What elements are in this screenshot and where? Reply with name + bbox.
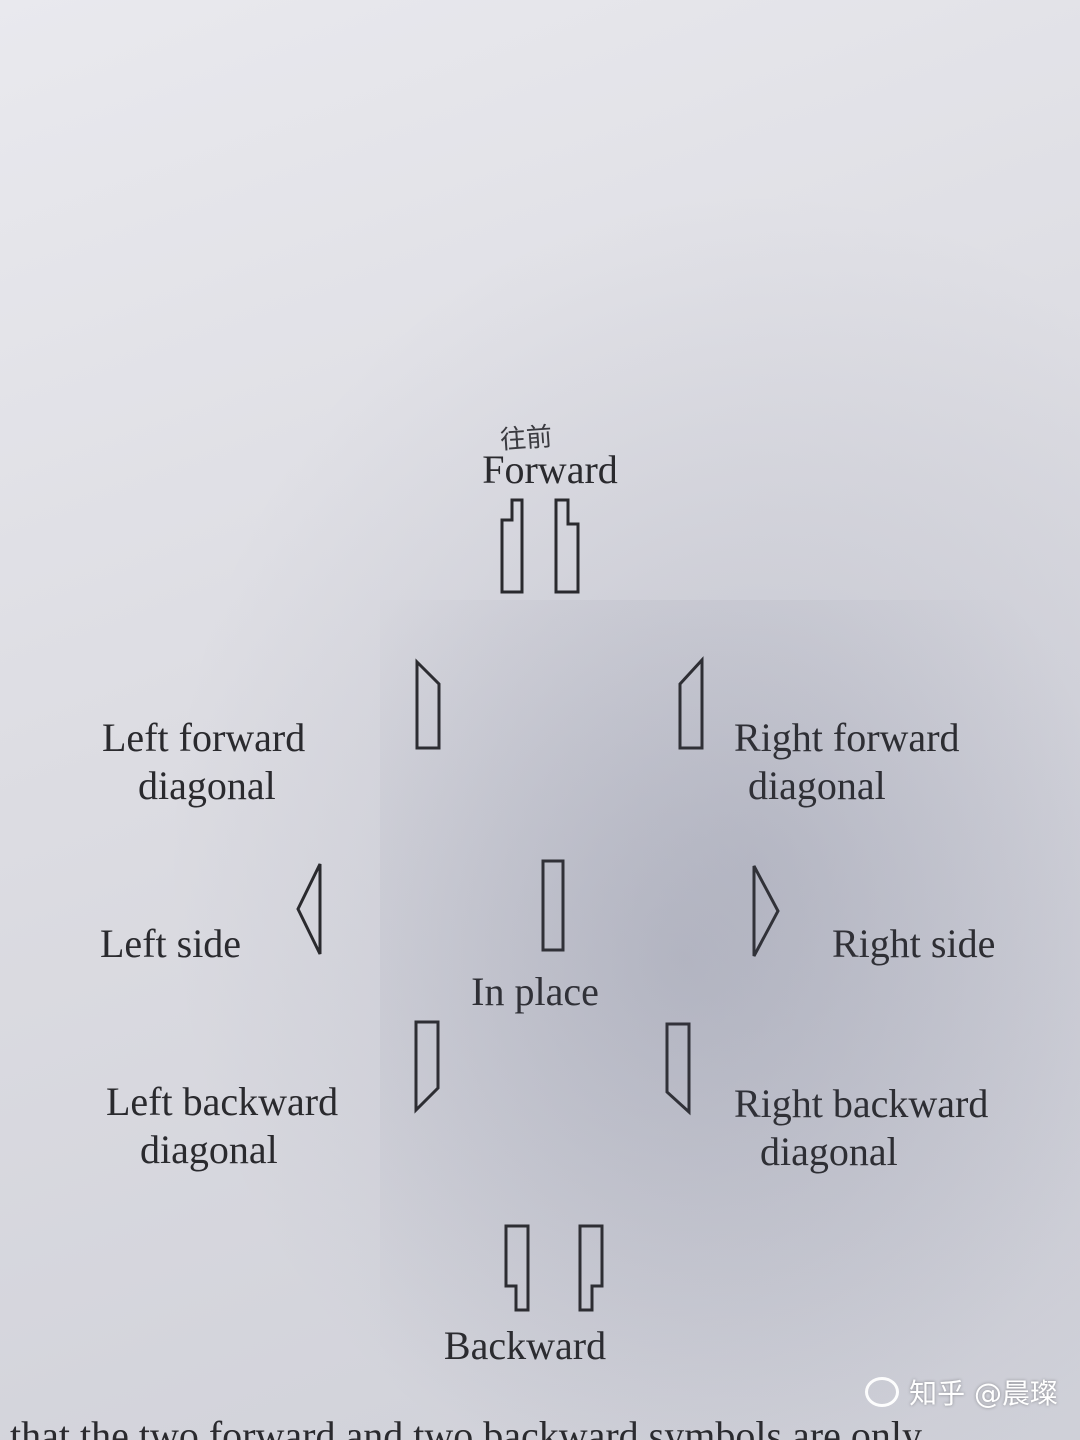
label-right-backward-line2: diagonal	[760, 1129, 898, 1174]
right-backward-diagonal-symbol	[665, 1022, 691, 1116]
right-forward-diagonal-symbol	[678, 656, 704, 750]
backward-symbol	[504, 1224, 604, 1312]
left-forward-diagonal-symbol	[415, 658, 441, 750]
label-right-forward-diagonal: Right forward diagonal	[734, 714, 960, 810]
forward-left-foot	[500, 498, 524, 594]
wechat-icon	[865, 1377, 900, 1407]
left-backward-diagonal-symbol	[414, 1020, 440, 1114]
label-right-side: Right side	[832, 921, 996, 966]
label-right-backward-diagonal: Right backward diagonal	[734, 1080, 988, 1176]
label-left-forward-diagonal: Left forward diagonal	[102, 714, 305, 810]
left-side-symbol	[296, 863, 322, 955]
label-right-forward-line1: Right forward	[734, 715, 960, 760]
label-left-side: Left side	[100, 921, 242, 966]
backward-left-foot	[504, 1224, 530, 1312]
label-backward: Backward	[443, 1323, 607, 1368]
label-in-place: In place	[471, 969, 599, 1014]
label-left-backward-line1: Left backward	[106, 1079, 339, 1124]
bottom-text-line: that the two forward and two backward sy…	[10, 1413, 922, 1440]
watermark: 知乎 @晨璨	[865, 1372, 1058, 1412]
label-left-forward-line2: diagonal	[138, 763, 276, 808]
forward-right-foot	[554, 498, 580, 594]
label-right-backward-line1: Right backward	[734, 1081, 989, 1126]
in-place-symbol	[541, 859, 565, 952]
forward-symbol	[500, 498, 580, 594]
label-left-backward-diagonal: Left backward diagonal	[106, 1078, 338, 1174]
label-left-forward-line1: Left forward	[102, 715, 306, 760]
backward-right-foot	[578, 1224, 604, 1312]
watermark-text: 知乎 @晨璨	[909, 1377, 1058, 1410]
label-left-backward-line2: diagonal	[140, 1127, 278, 1172]
label-right-forward-line2: diagonal	[748, 763, 886, 808]
right-side-symbol	[752, 865, 780, 957]
label-forward: Forward	[482, 447, 618, 492]
